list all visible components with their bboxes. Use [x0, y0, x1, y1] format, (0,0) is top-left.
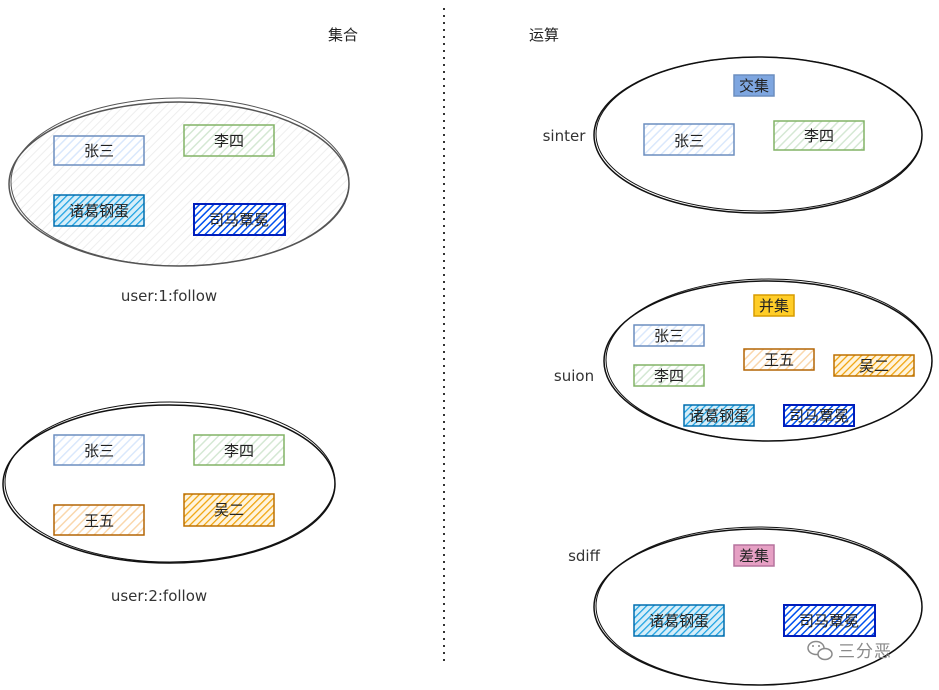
set-user1: 张三 李四 诸葛钢蛋 司马覃冕	[8, 97, 350, 267]
tag-lisi: 李四	[193, 434, 285, 466]
op-sdiff-command: sdiff	[568, 547, 601, 565]
op-suion: 并集 张三 王五 吴二 李四 诸葛钢蛋 司马覃冕	[603, 278, 933, 442]
tag-zhangsan: 张三	[53, 135, 145, 166]
tag-zhangsan-label: 张三	[654, 327, 684, 345]
tag-zhuge: 诸葛钢蛋	[53, 194, 145, 227]
tag-lisi-label: 李四	[214, 132, 244, 150]
tag-wangwu: 王五	[53, 504, 145, 536]
tag-wangwu: 王五	[743, 348, 815, 371]
tag-wangwu-label: 王五	[84, 512, 114, 530]
op-suion-command: suion	[554, 367, 594, 385]
tag-wuer-label: 吴二	[214, 501, 244, 519]
op-sdiff-title: 差集	[739, 547, 769, 565]
tag-zhuge-label: 诸葛钢蛋	[69, 202, 129, 220]
tag-wuer: 吴二	[183, 493, 275, 527]
tag-zhuge-label: 诸葛钢蛋	[649, 612, 709, 630]
tag-zhangsan-label: 张三	[84, 442, 114, 460]
heading-operations: 运算	[529, 26, 559, 44]
op-suion-title: 并集	[759, 297, 789, 315]
tag-zhangsan: 张三	[633, 324, 705, 347]
op-sinter-title: 交集	[739, 77, 769, 95]
tag-zhangsan: 张三	[53, 434, 145, 466]
op-title-jiaoji: 交集	[733, 74, 775, 97]
tag-zhuge: 诸葛钢蛋	[633, 604, 725, 637]
tag-sima-label: 司马覃冕	[789, 407, 849, 425]
tag-wuer-label: 吴二	[859, 357, 889, 375]
op-title-chaji: 差集	[733, 544, 775, 567]
tag-lisi: 李四	[633, 364, 705, 387]
tag-lisi: 李四	[773, 120, 865, 151]
tag-sima-label: 司马覃冕	[799, 612, 859, 630]
tag-lisi-label: 李四	[654, 367, 684, 385]
tag-zhangsan: 张三	[643, 123, 735, 156]
tag-lisi-label: 李四	[224, 442, 254, 460]
op-sdiff: 差集 诸葛钢蛋 司马覃冕	[593, 526, 923, 686]
tag-zhuge-label: 诸葛钢蛋	[689, 407, 749, 425]
tag-wangwu-label: 王五	[764, 351, 794, 369]
tag-sima-label: 司马覃冕	[209, 211, 269, 229]
tag-lisi-label: 李四	[804, 127, 834, 145]
tag-zhangsan-label: 张三	[84, 142, 114, 160]
heading-sets: 集合	[328, 26, 358, 44]
watermark-text: 三分恶	[838, 642, 892, 662]
op-sinter: 交集 张三 李四	[593, 56, 923, 214]
tag-sima: 司马覃冕	[193, 203, 286, 236]
tag-lisi: 李四	[183, 124, 275, 157]
tag-zhuge: 诸葛钢蛋	[683, 404, 755, 427]
tag-sima: 司马覃冕	[783, 604, 876, 637]
tag-wuer: 吴二	[833, 354, 915, 377]
wechat-icon	[807, 640, 833, 661]
tag-zhangsan-label: 张三	[674, 132, 704, 150]
set-user2-label: user:2:follow	[111, 587, 207, 605]
op-title-bingji: 并集	[753, 294, 795, 317]
op-sinter-command: sinter	[543, 127, 587, 145]
set-user2: 张三 李四 王五 吴二	[2, 401, 336, 564]
tag-sima: 司马覃冕	[783, 404, 855, 427]
set-user1-label: user:1:follow	[121, 287, 217, 305]
watermark: 三分恶	[807, 640, 892, 662]
